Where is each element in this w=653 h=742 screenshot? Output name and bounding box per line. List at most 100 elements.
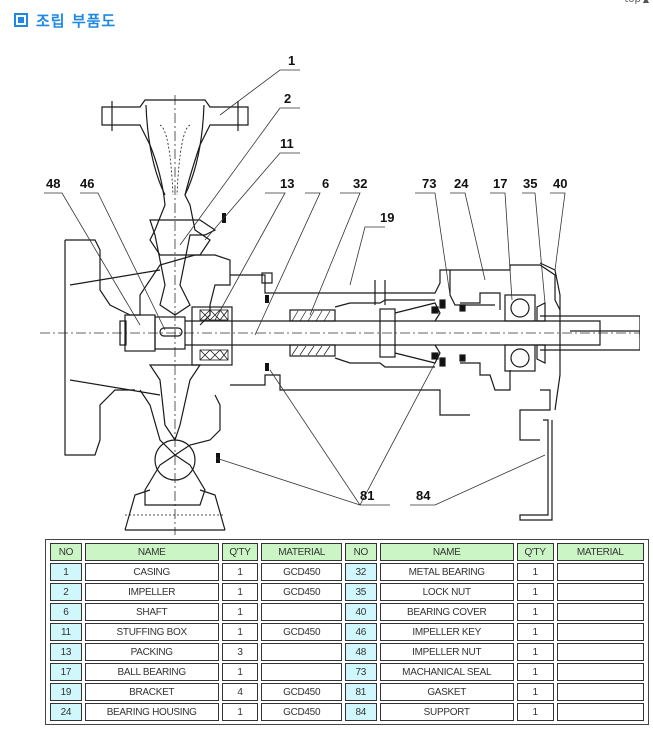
- up-arrow-icon: ▲: [643, 0, 649, 4]
- part-no: 13: [50, 643, 82, 661]
- part-no: 19: [50, 683, 82, 701]
- header-name: NAME: [379, 543, 514, 561]
- part-name: LOCK NUT: [379, 583, 514, 601]
- table-row: 6 SHAFT 1 40 BEARING COVER 1: [50, 603, 644, 621]
- top-link-label: top: [624, 0, 640, 5]
- part-material: GCD450: [261, 583, 342, 601]
- svg-text:11: 11: [280, 136, 294, 151]
- svg-text:13: 13: [280, 176, 294, 191]
- part-name: BRACKET: [84, 683, 219, 701]
- part-material: GCD450: [261, 623, 342, 641]
- mechanical-seal: [379, 299, 466, 367]
- part-qty: 1: [221, 563, 259, 581]
- part-qty: 3: [221, 643, 259, 661]
- part-material: GCD450: [261, 563, 342, 581]
- part-material: [261, 603, 342, 621]
- table-row: 13 PACKING 3 48 IMPELLER NUT 1: [50, 643, 644, 661]
- part-qty: 1: [516, 603, 554, 621]
- page-title: 조립 부품도: [36, 11, 117, 30]
- part-qty: 1: [516, 663, 554, 681]
- table-row: 2 IMPELLER 1 GCD450 35 LOCK NUT 1: [50, 583, 644, 601]
- bracket: [230, 269, 495, 416]
- part-material: [261, 643, 342, 661]
- svg-text:35: 35: [523, 176, 537, 191]
- part-no: 2: [50, 583, 82, 601]
- part-qty: 1: [516, 583, 554, 601]
- part-no: 48: [344, 643, 377, 661]
- svg-text:40: 40: [553, 176, 567, 191]
- header-material: MATERIAL: [556, 543, 644, 561]
- part-material: [556, 643, 644, 661]
- gaskets: [216, 213, 269, 463]
- part-name: GASKET: [379, 683, 514, 701]
- svg-text:24: 24: [454, 176, 469, 191]
- callout-labels: 1 2 11 48 46 13 6 32 73 24 17 35 40 19 8…: [46, 53, 567, 503]
- part-material: [556, 663, 644, 681]
- part-qty: 1: [221, 603, 259, 621]
- square-bullet-icon: [14, 13, 28, 27]
- svg-text:46: 46: [80, 176, 94, 191]
- part-no: 40: [344, 603, 377, 621]
- table-row: 19 BRACKET 4 GCD450 81 GASKET 1: [50, 683, 644, 701]
- svg-text:17: 17: [493, 176, 507, 191]
- part-name: IMPELLER NUT: [379, 643, 514, 661]
- part-name: CASING: [84, 563, 219, 581]
- part-no: 73: [344, 663, 377, 681]
- section-title: 조립 부품도: [14, 9, 116, 31]
- svg-text:2: 2: [284, 91, 291, 106]
- part-material: [556, 683, 644, 701]
- casing-volute: [64, 239, 231, 531]
- header-no: NO: [50, 543, 82, 561]
- part-qty: 1: [221, 623, 259, 641]
- part-material: [556, 563, 644, 581]
- impeller: [148, 219, 217, 442]
- part-name: BEARING HOUSING: [84, 703, 219, 721]
- part-qty: 4: [221, 683, 259, 701]
- table-row: 1 CASING 1 GCD450 32 METAL BEARING 1: [50, 563, 644, 581]
- part-material: [556, 603, 644, 621]
- metal-bearing: [289, 309, 336, 357]
- header-qty: Q'TY: [516, 543, 554, 561]
- part-name: IMPELLER KEY: [379, 623, 514, 641]
- casing-discharge: [101, 99, 249, 256]
- part-qty: 1: [221, 583, 259, 601]
- part-no: 11: [50, 623, 82, 641]
- part-no: 1: [50, 563, 82, 581]
- part-material: GCD450: [261, 683, 342, 701]
- part-name: BEARING COVER: [379, 603, 514, 621]
- part-qty: 1: [516, 563, 554, 581]
- part-name: SUPPORT: [379, 703, 514, 721]
- part-no: 6: [50, 603, 82, 621]
- part-name: IMPELLER: [84, 583, 219, 601]
- top-link[interactable]: top▲: [624, 0, 649, 5]
- part-name: STUFFING BOX: [84, 623, 219, 641]
- leader-lines: [44, 69, 566, 506]
- stuffing-box: [191, 306, 233, 366]
- table-row: 11 STUFFING BOX 1 GCD450 46 IMPELLER KEY…: [50, 623, 644, 641]
- part-name: METAL BEARING: [379, 563, 514, 581]
- parts-table: NO NAME Q'TY MATERIAL NO NAME Q'TY MATER…: [45, 539, 649, 725]
- header-material: MATERIAL: [261, 543, 342, 561]
- part-no: 81: [344, 683, 377, 701]
- pump-assembly-drawing: 1 2 11 48 46 13 6 32 73 24 17 35 40 19 8…: [40, 45, 641, 535]
- table-row: 17 BALL BEARING 1 73 MACHANICAL SEAL 1: [50, 663, 644, 681]
- part-qty: 1: [516, 683, 554, 701]
- part-material: [556, 703, 644, 721]
- header-qty: Q'TY: [221, 543, 259, 561]
- lock-nut-bearing-cover: [536, 262, 561, 411]
- svg-text:1: 1: [288, 53, 295, 68]
- svg-text:73: 73: [422, 176, 436, 191]
- table-row: 24 BEARING HOUSING 1 GCD450 84 SUPPORT 1: [50, 703, 644, 721]
- part-no: 46: [344, 623, 377, 641]
- part-material: [261, 663, 342, 681]
- part-material: GCD450: [261, 703, 342, 721]
- part-qty: 1: [221, 703, 259, 721]
- svg-text:32: 32: [353, 176, 367, 191]
- part-qty: 1: [516, 703, 554, 721]
- part-material: [556, 623, 644, 641]
- part-no: 35: [344, 583, 377, 601]
- part-qty: 1: [516, 643, 554, 661]
- part-name: SHAFT: [84, 603, 219, 621]
- part-no: 24: [50, 703, 82, 721]
- part-no: 84: [344, 703, 377, 721]
